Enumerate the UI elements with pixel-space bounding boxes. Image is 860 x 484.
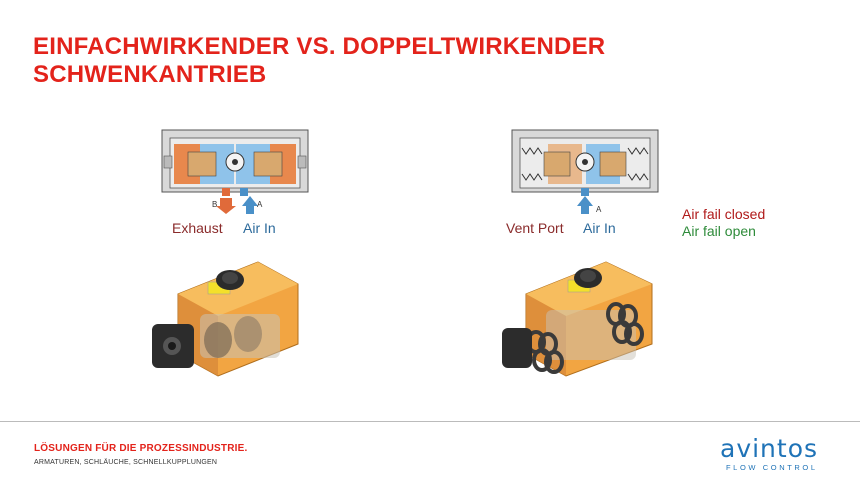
air-fail-closed-label: Air fail closed xyxy=(682,206,766,222)
left-port-b-label: B xyxy=(212,200,218,209)
right-vent-port-label: Vent Port xyxy=(506,220,564,236)
single-acting-section-diagram xyxy=(511,129,659,214)
single-acting-actuator-render xyxy=(502,261,653,377)
right-port-a-label: A xyxy=(596,205,602,214)
logo-subtitle: FLOW CONTROL xyxy=(726,463,818,472)
footer-subline: ARMATUREN, SCHLÄUCHE, SCHNELLKUPPLUNGEN xyxy=(34,459,218,466)
slide-title: EINFACHWIRKENDER VS. DOPPELTWIRKENDER SC… xyxy=(33,33,605,89)
double-acting-section-diagram xyxy=(161,129,309,214)
double-acting-actuator-render xyxy=(152,261,299,377)
right-air-in-label: Air In xyxy=(583,220,616,236)
left-port-a-label: A xyxy=(257,200,263,209)
left-exhaust-label: Exhaust xyxy=(172,220,223,236)
left-air-in-label: Air In xyxy=(243,220,276,236)
slide-title-line1: EINFACHWIRKENDER VS. DOPPELTWIRKENDER xyxy=(33,33,606,60)
avintos-logo: avintos FLOW CONTROL xyxy=(720,434,830,473)
footer-tagline: LÖSUNGEN FÜR DIE PROZESSINDUSTRIE. xyxy=(34,443,248,454)
footer-divider xyxy=(0,421,860,422)
logo-wordmark: avintos xyxy=(720,434,819,463)
air-fail-open-label: Air fail open xyxy=(682,223,756,239)
slide-title-line2: SCHWENKANTRIEB xyxy=(33,61,267,88)
